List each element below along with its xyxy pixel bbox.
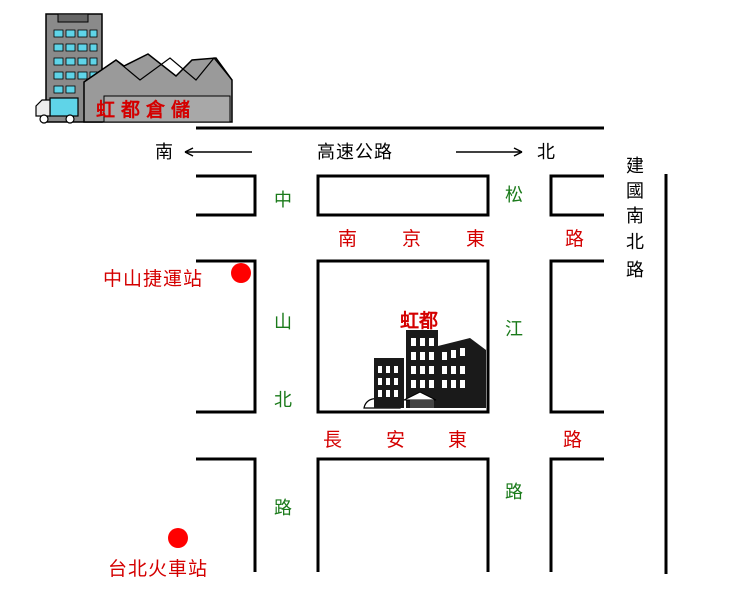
train-station-label: 台北火車站 — [108, 558, 208, 580]
changan-road-char-4: 路 — [563, 429, 582, 451]
songjiang-road-char-1: 松 — [505, 185, 523, 206]
jianguo-road-char-1: 建 — [626, 156, 644, 177]
nanjing-road-char-3: 東 — [466, 228, 485, 250]
street-grid — [196, 174, 668, 574]
jianguo-road-char-5: 路 — [626, 260, 644, 281]
arrow-left-icon — [184, 147, 252, 157]
mrt-station-marker-icon — [231, 263, 251, 283]
zhongshan-road-char-1: 中 — [274, 190, 292, 211]
destination-name-label: 虹都 — [400, 309, 438, 332]
songjiang-road-char-2: 江 — [505, 319, 523, 340]
nanjing-road-char-4: 路 — [565, 228, 584, 250]
changan-road-char-3: 東 — [448, 429, 467, 451]
office-building-icon — [363, 330, 486, 409]
warehouse-name-label: 虹都倉儲 — [96, 98, 196, 121]
highway-north-label: 北 — [537, 142, 555, 163]
zhongshan-road-char-4: 路 — [274, 498, 292, 519]
zhongshan-road-char-2: 山 — [274, 312, 292, 333]
warehouse-illustration-icon — [35, 13, 233, 124]
nanjing-road-char-2: 京 — [402, 228, 421, 250]
jianguo-road-char-2: 國 — [626, 181, 644, 202]
mrt-station-label: 中山捷運站 — [103, 268, 203, 290]
highway-south-label: 南 — [155, 142, 173, 163]
changan-road-char-1: 長 — [323, 429, 342, 451]
songjiang-road-char-3: 路 — [505, 482, 523, 503]
train-station-marker-icon — [168, 528, 188, 548]
nanjing-road-char-1: 南 — [338, 228, 357, 250]
jianguo-road-char-4: 北 — [626, 232, 644, 253]
zhongshan-road-char-3: 北 — [274, 390, 292, 411]
changan-road-char-2: 安 — [386, 429, 405, 451]
highway-name-label: 高速公路 — [317, 142, 393, 163]
arrow-right-icon — [456, 147, 523, 157]
jianguo-road-char-3: 南 — [626, 206, 644, 227]
